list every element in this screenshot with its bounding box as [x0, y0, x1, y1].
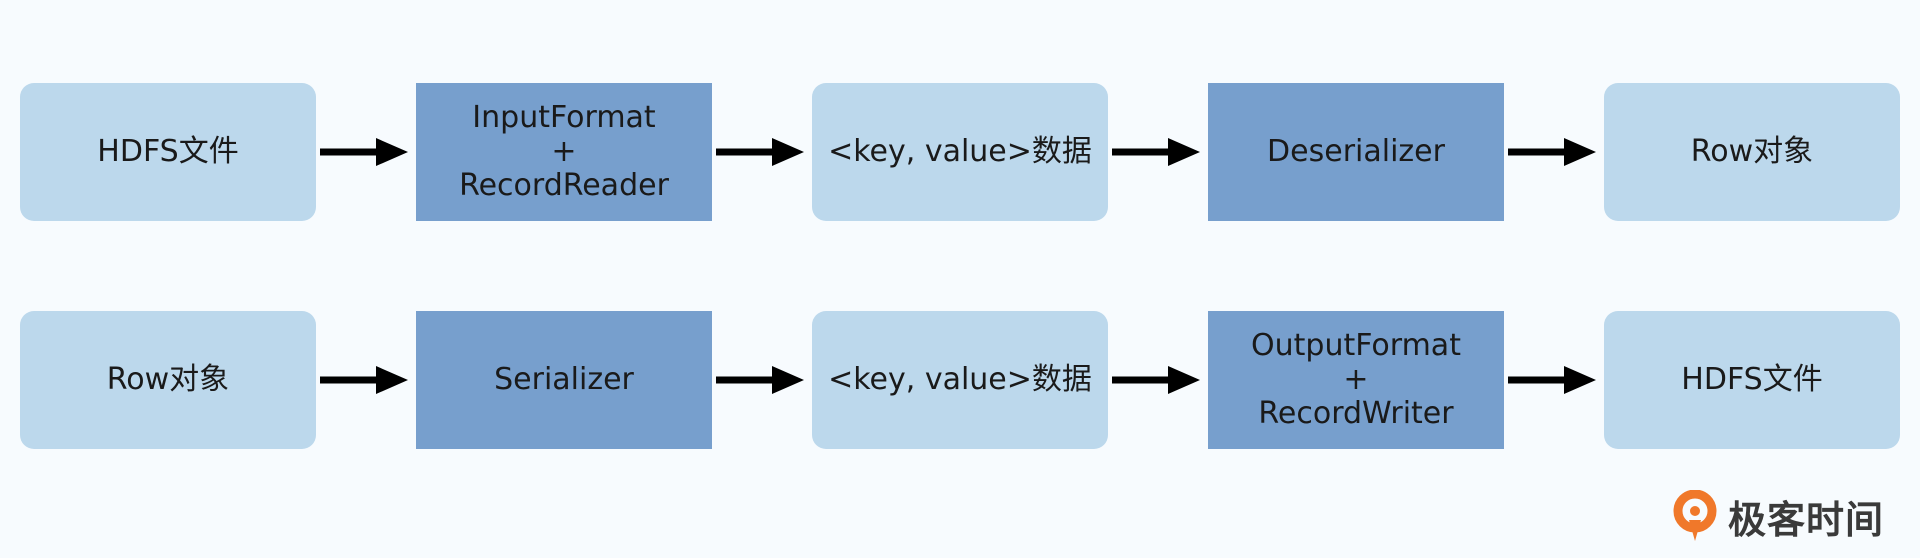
node-key-value-data: <key, value>数据 — [812, 83, 1108, 221]
logo-text: 极客时间 — [1728, 497, 1885, 542]
arrow-right-icon — [1112, 366, 1200, 394]
node-outputformat-recordwriter: OutputFormat + RecordWriter — [1208, 311, 1504, 449]
node-label: Row对象 — [1690, 134, 1814, 169]
node-label: <key, value>数据 — [828, 362, 1092, 397]
geektime-logo-icon — [1673, 490, 1717, 541]
node-key-value-data: <key, value>数据 — [812, 311, 1108, 449]
node-label: RecordWriter — [1258, 396, 1454, 431]
arrow-right-icon — [1508, 366, 1596, 394]
node-serializer: Serializer — [416, 311, 712, 449]
arrow-right-icon — [320, 138, 408, 166]
node-label: + — [1343, 362, 1369, 397]
arrow-right-icon — [320, 366, 408, 394]
node-label: <key, value>数据 — [828, 134, 1092, 169]
node-row-object-source: Row对象 — [20, 311, 316, 449]
node-label: Serializer — [494, 362, 634, 397]
node-hdfs-file-source: HDFS文件 — [20, 83, 316, 221]
arrow-right-icon — [716, 366, 804, 394]
node-label: RecordReader — [459, 168, 669, 203]
node-label: + — [551, 134, 577, 169]
node-label: Deserializer — [1267, 134, 1445, 169]
arrow-right-icon — [1508, 138, 1596, 166]
node-deserializer: Deserializer — [1208, 83, 1504, 221]
node-label: InputFormat — [472, 100, 656, 135]
arrow-right-icon — [716, 138, 804, 166]
arrow-right-icon — [1112, 138, 1200, 166]
node-row-object-result: Row对象 — [1604, 83, 1900, 221]
node-label: OutputFormat — [1251, 328, 1461, 363]
node-label: HDFS文件 — [1681, 362, 1823, 397]
geektime-logo: 极客时间 — [1672, 490, 1884, 542]
node-inputformat-recordreader: InputFormat + RecordReader — [416, 83, 712, 221]
node-hdfs-file-result: HDFS文件 — [1604, 311, 1900, 449]
node-label: HDFS文件 — [97, 134, 239, 169]
node-label: Row对象 — [106, 362, 230, 397]
